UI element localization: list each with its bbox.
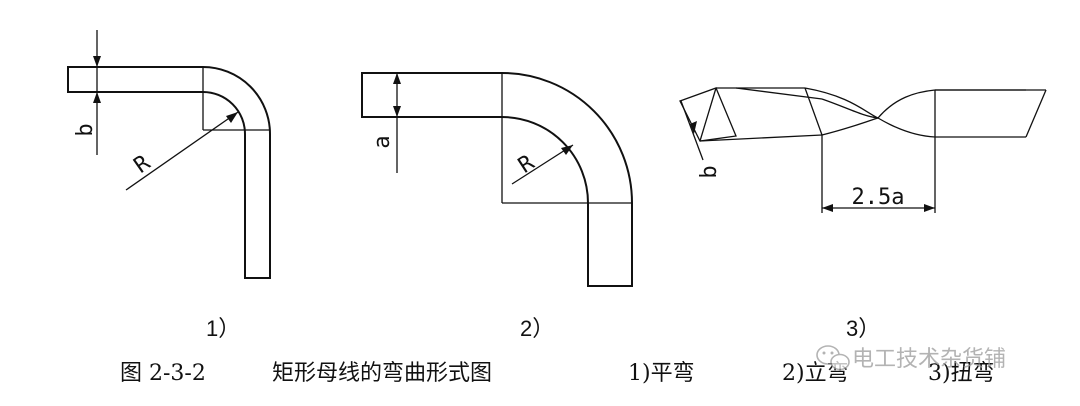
figure-caption: 图 2-3-2 矩形母线的弯曲形式图 1)平弯 2)立弯 3)扭弯 <box>120 361 995 386</box>
watermark-text: 电工技术杂货铺 <box>852 347 1006 372</box>
twist-bend-left-top-inner <box>735 87 823 100</box>
flat-bend-radius-label: R <box>130 150 156 179</box>
caption-item-twist-bend: 3)扭弯 <box>928 361 995 386</box>
twist-bend-twist-mid <box>821 98 879 119</box>
edgewise-bend-outline <box>361 72 633 287</box>
edgewise-bend-number-label: 2） <box>520 316 554 341</box>
twist-bend-number-label: 3） <box>846 316 880 341</box>
flat-bend-dim-b-arrow-top <box>93 56 101 67</box>
edgewise-bend-dim-a-arrow-top <box>393 73 401 84</box>
edgewise-bend-radius-arrow <box>561 145 573 155</box>
caption-item-flat-bend: 1)平弯 <box>628 361 695 386</box>
twist-bend-left-divider <box>804 87 823 136</box>
caption-title: 矩形母线的弯曲形式图 <box>272 361 492 386</box>
twist-bend-dim-b-line <box>680 100 704 161</box>
twist-bend-left-bottom-edge <box>699 134 823 142</box>
twist-bend-dim-length-arrow-right <box>924 204 935 212</box>
edgewise-bend-radius-leader <box>511 144 574 185</box>
edgewise-bend-dim-a-label: a <box>370 135 395 148</box>
flat-bend-radius-arrow <box>226 112 238 123</box>
flat-bend-dim-b-label: b <box>73 123 98 136</box>
twist-bend-dim-b-label: b <box>697 165 722 178</box>
twist-bend-right-end <box>1025 89 1047 138</box>
panel-twist-bend: b 2.5a 3） <box>679 87 1047 341</box>
twist-bend-twist-top <box>804 87 936 119</box>
flat-bend-outline <box>67 66 271 279</box>
panel-flat-bend: b R 1） <box>67 30 271 341</box>
twist-bend-twist-bottom <box>821 117 936 138</box>
flat-bend-radius-leader <box>125 111 239 191</box>
twist-bend-dim-length-arrow-left <box>822 204 833 212</box>
flat-bend-number-label: 1） <box>206 316 240 341</box>
caption-figure-number: 图 2-3-2 <box>120 361 206 386</box>
edgewise-bend-dim-a-arrow-bottom <box>393 106 401 117</box>
twist-bend-end-face-edge <box>699 87 717 142</box>
edgewise-bend-radius-label: R <box>514 150 539 179</box>
twist-bend-dim-length-label: 2.5a <box>852 185 905 210</box>
flat-bend-dim-b-arrow-bottom <box>93 92 101 103</box>
panel-edgewise-bend: a R 2） <box>361 72 633 341</box>
wechat-icon <box>816 345 850 371</box>
watermark: 电工技术杂货铺 <box>816 345 1006 372</box>
twist-bend-dim-b-arrow <box>690 121 697 134</box>
